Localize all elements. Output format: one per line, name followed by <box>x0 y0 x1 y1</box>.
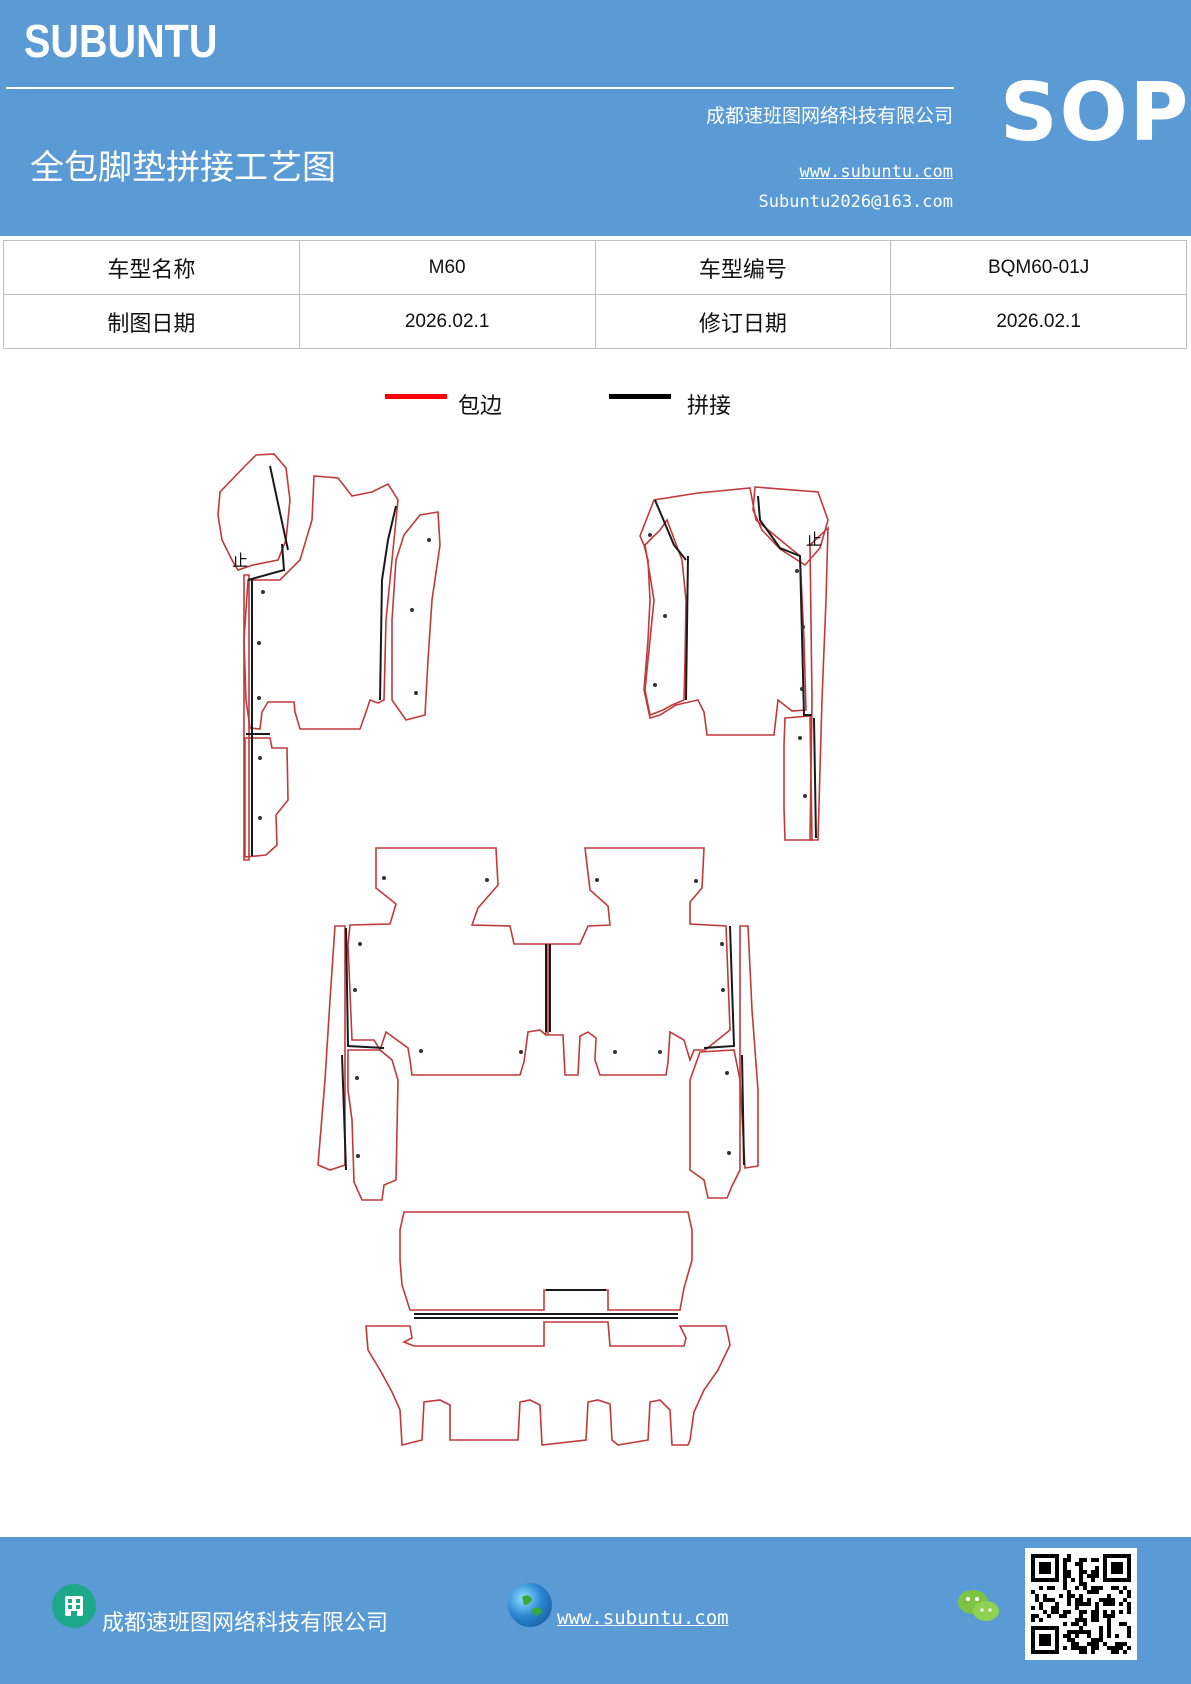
globe-icon <box>508 1583 552 1627</box>
mat-piece-middle-right-sill <box>689 1049 741 1199</box>
footer-company-name: 成都速班图网络科技有限公司 <box>102 1611 389 1636</box>
doc-type-badge: SOP <box>1000 66 1191 159</box>
mat-piece-middle-left-sill <box>347 1049 399 1201</box>
mat-piece-middle-right-edge <box>739 925 759 1169</box>
model-name-label: 车型名称 <box>3 240 300 295</box>
building-icon <box>52 1584 96 1628</box>
mat-piece-rear-lower <box>365 1321 731 1447</box>
vehicle-info-table: 车型名称 M60 车型编号 BQM60-01J 制图日期 2026.02.1 修… <box>3 240 1187 349</box>
mat-piece-front-right-sill <box>783 715 813 841</box>
seam-front-left <box>246 465 397 856</box>
mat-piece-middle-left <box>347 847 547 1076</box>
model-name-value: M60 <box>298 240 596 295</box>
seam-front-right <box>654 495 817 839</box>
footer-website-link[interactable]: www.subuntu.com <box>557 1607 729 1629</box>
table-row: 制图日期 2026.02.1 修订日期 2026.02.1 <box>3 294 1187 349</box>
mat-piece-front-left-side <box>391 511 441 721</box>
mat-piece-front-right-side <box>644 518 687 717</box>
mat-piece-front-right-edge <box>809 526 829 841</box>
legend-edge-swatch <box>385 394 447 399</box>
draw-date-label: 制图日期 <box>3 294 300 349</box>
mat-piece-front-left-edge <box>243 574 250 861</box>
legend-seam-label: 拼接 <box>687 394 732 419</box>
table-row: 车型名称 M60 车型编号 BQM60-01J <box>3 240 1187 295</box>
brand-logo: SUBUNTU <box>24 15 218 67</box>
seam-middle <box>341 925 745 1171</box>
mat-piece-middle-left-edge <box>317 925 346 1171</box>
seam-rear <box>414 1289 678 1319</box>
email-address: Subuntu2026@163.com <box>758 192 953 212</box>
document-title: 全包脚垫拼接工艺图 <box>30 148 336 188</box>
mat-piece-middle-right <box>547 847 731 1076</box>
stop-mark-left: 止 <box>232 551 248 570</box>
draw-date-value: 2026.02.1 <box>298 294 596 349</box>
wechat-icon[interactable] <box>956 1586 1002 1626</box>
page-header: SUBUNTU 成都速班图网络科技有限公司 全包脚垫拼接工艺图 www.subu… <box>0 0 1191 236</box>
company-name: 成都速班图网络科技有限公司 <box>705 105 953 127</box>
header-divider <box>6 87 954 89</box>
revise-date-value: 2026.02.1 <box>890 294 1187 349</box>
mat-piece-front-left-sill <box>244 737 289 858</box>
floor-mat-drawing: 止 止 <box>217 453 829 1447</box>
website-link[interactable]: www.subuntu.com <box>799 162 953 182</box>
stop-mark-right: 止 <box>806 530 822 549</box>
legend-seam-swatch <box>609 394 671 399</box>
model-code-value: BQM60-01J <box>890 240 1187 295</box>
mat-piece-rear-upper <box>399 1211 693 1311</box>
legend-edge-label: 包边 <box>458 394 503 419</box>
model-code-label: 车型编号 <box>594 240 892 295</box>
revise-date-label: 修订日期 <box>594 294 892 349</box>
mat-piece-front-left-main <box>243 475 399 730</box>
qr-code-icon <box>1025 1548 1137 1660</box>
